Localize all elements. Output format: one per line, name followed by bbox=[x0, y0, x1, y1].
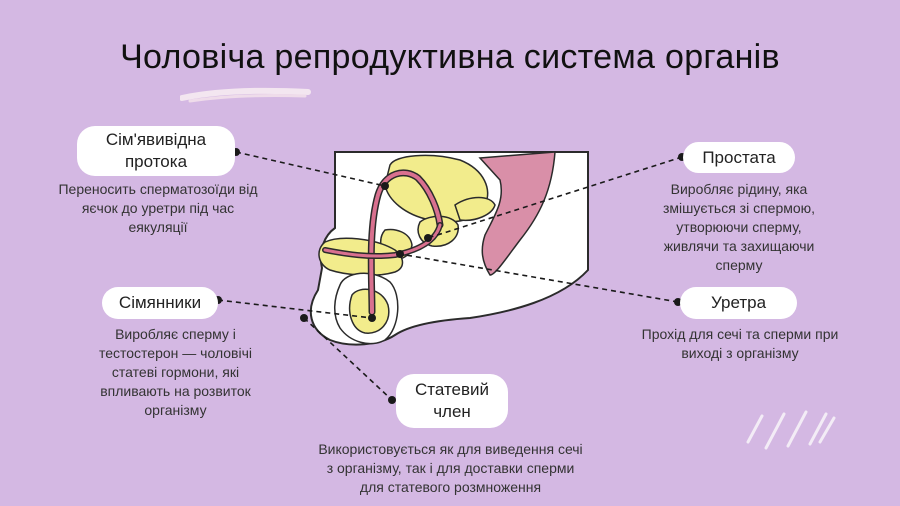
label-seminal-duct-text: Сім'явивідна протока bbox=[105, 130, 207, 171]
desc-urethra: Прохід для сечі та сперми при виході з о… bbox=[641, 326, 839, 361]
label-urethra-text: Уретра bbox=[710, 293, 767, 312]
connector-dot bbox=[424, 234, 432, 242]
desc-seminal-duct: Переносить сперматозоїди від яєчок до ур… bbox=[58, 181, 258, 235]
desc-penis: Використовується як для виведення сечі з… bbox=[318, 441, 583, 495]
connector-penis bbox=[303, 317, 393, 401]
label-penis: Статевий член bbox=[396, 374, 508, 428]
label-testes: Сімянники bbox=[102, 287, 218, 319]
connector-testes bbox=[217, 299, 373, 319]
rectum bbox=[478, 151, 556, 276]
vas-deferens-inner bbox=[369, 170, 442, 314]
connector-seminal-duct bbox=[235, 151, 386, 187]
urethra-tube-inner bbox=[323, 223, 442, 258]
page-title: Чоловіча репродуктивна система органів bbox=[120, 38, 780, 76]
connector-urethra bbox=[399, 253, 679, 303]
connector-dot bbox=[300, 314, 308, 322]
desc-prostate: Виробляє рідину, яка змішується зі сперм… bbox=[662, 181, 816, 273]
label-prostate-text: Простата bbox=[702, 147, 776, 167]
brush-stroke-decoration bbox=[180, 87, 311, 103]
connector-dot bbox=[388, 396, 396, 404]
label-penis-text: Статевий член bbox=[414, 380, 490, 421]
connector-dot bbox=[381, 182, 389, 190]
seminal-vesicle bbox=[454, 196, 496, 222]
label-testes-text: Сімянники bbox=[118, 293, 202, 312]
label-prostate: Простата bbox=[683, 142, 795, 173]
connector-dot bbox=[368, 314, 376, 322]
label-urethra: Уретра bbox=[680, 287, 797, 319]
decorative-slashes bbox=[746, 410, 836, 450]
label-seminal-duct: Сім'явивідна протока bbox=[77, 126, 235, 176]
connector-dot bbox=[396, 250, 404, 258]
desc-testes: Виробляє сперму і тестостерон — чоловічі… bbox=[98, 326, 253, 418]
